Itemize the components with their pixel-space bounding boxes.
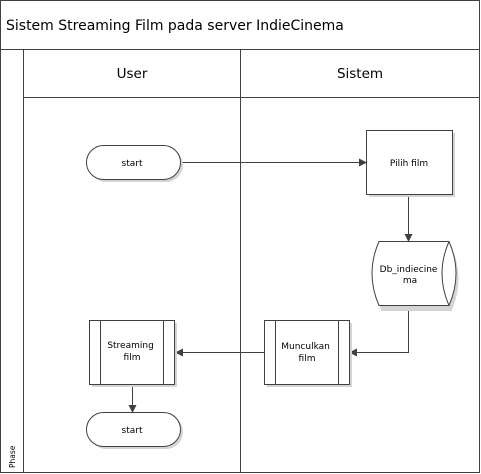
connector-database-to-munculkan [349, 310, 409, 357]
munculkan-film-subprocess: Munculkan film [264, 320, 352, 387]
start-terminator: start [86, 145, 183, 182]
end-terminator: start [86, 412, 183, 449]
end-label: start [122, 426, 143, 436]
database-storage: Db_indiecine ma [371, 241, 459, 311]
lane-header-user: User [117, 66, 148, 82]
start-label: start [122, 159, 143, 169]
munculkan-film-label: Munculkan film [281, 342, 332, 364]
streaming-film-label: Streaming film [107, 341, 156, 363]
lane-header-sistem: Sistem [337, 66, 383, 82]
pilih-film-process: Pilih film [366, 130, 455, 197]
phase-label: Phase [8, 445, 17, 468]
diagram-title: Sistem Streaming Film pada server IndieC… [6, 18, 344, 34]
database-label: Db_indiecine ma [380, 265, 441, 286]
pilih-film-label: Pilih film [390, 159, 428, 169]
streaming-film-subprocess: Streaming film [89, 320, 177, 387]
